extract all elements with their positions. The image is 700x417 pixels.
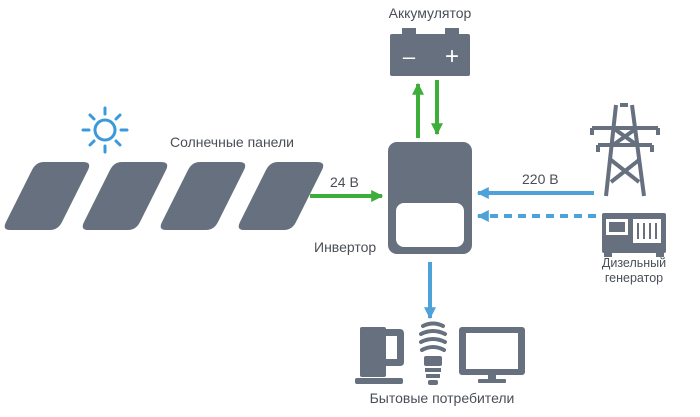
diesel-generator-label-line1: Дизельный bbox=[601, 256, 667, 270]
monitor-icon bbox=[459, 327, 525, 383]
inverter-label: Инвертор bbox=[314, 239, 377, 255]
battery-plus-sign: + bbox=[445, 43, 459, 70]
solar-panel-icon bbox=[4, 162, 324, 230]
sun-icon bbox=[81, 106, 129, 154]
solar-panels-label: Солнечные панели bbox=[170, 134, 294, 150]
power-tower-icon bbox=[590, 103, 660, 197]
battery-label: Аккумулятор bbox=[388, 5, 472, 21]
solar-voltage-label: 24 В bbox=[330, 174, 359, 190]
battery-minus-sign: – bbox=[403, 44, 416, 69]
cfl-bulb-icon bbox=[419, 321, 447, 385]
consumers-label: Бытовые потребители bbox=[369, 390, 515, 406]
diesel-generator-label-line2: генератор bbox=[604, 271, 664, 285]
kettle-icon bbox=[355, 327, 404, 384]
grid-voltage-label: 220 В bbox=[522, 171, 559, 187]
battery-icon bbox=[390, 28, 470, 76]
inverter-icon bbox=[388, 142, 472, 254]
diesel-generator-icon bbox=[602, 213, 666, 257]
